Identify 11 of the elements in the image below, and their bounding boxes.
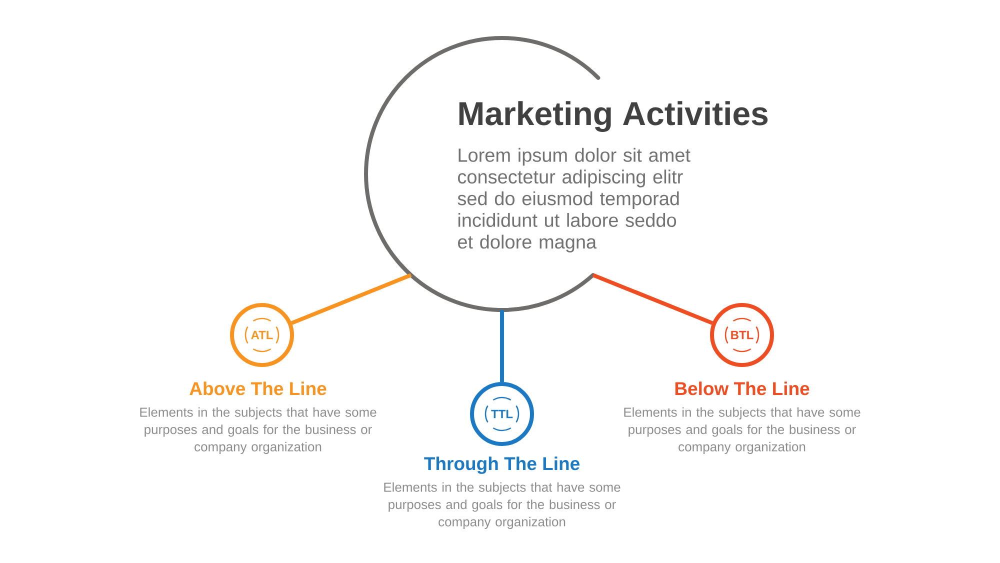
connector-line <box>500 310 504 382</box>
connector-line <box>592 273 714 325</box>
connector-line <box>290 273 412 325</box>
heading: Marketing Activities <box>459 101 768 132</box>
body-text: Lorem ipsum dolor sit amet consectetur adipiscing elitr sed do eiusmod temporad incididunt ut labore seddo et dolore magna <box>458 148 690 252</box>
description-text: Elements in the subjects that have some purposes and goals for the business or company organization <box>140 407 376 454</box>
description-text: Elements in the subjects that have some purposes and goals for the business or company organization <box>384 482 620 529</box>
caption-heading: Above The Line <box>190 382 326 396</box>
caption-heading: Through The Line <box>424 456 580 474</box>
caption-heading: Below The Line <box>675 382 810 396</box>
description-text: Elements in the subjects that have some purposes and goals for the business or company organization <box>624 407 860 454</box>
